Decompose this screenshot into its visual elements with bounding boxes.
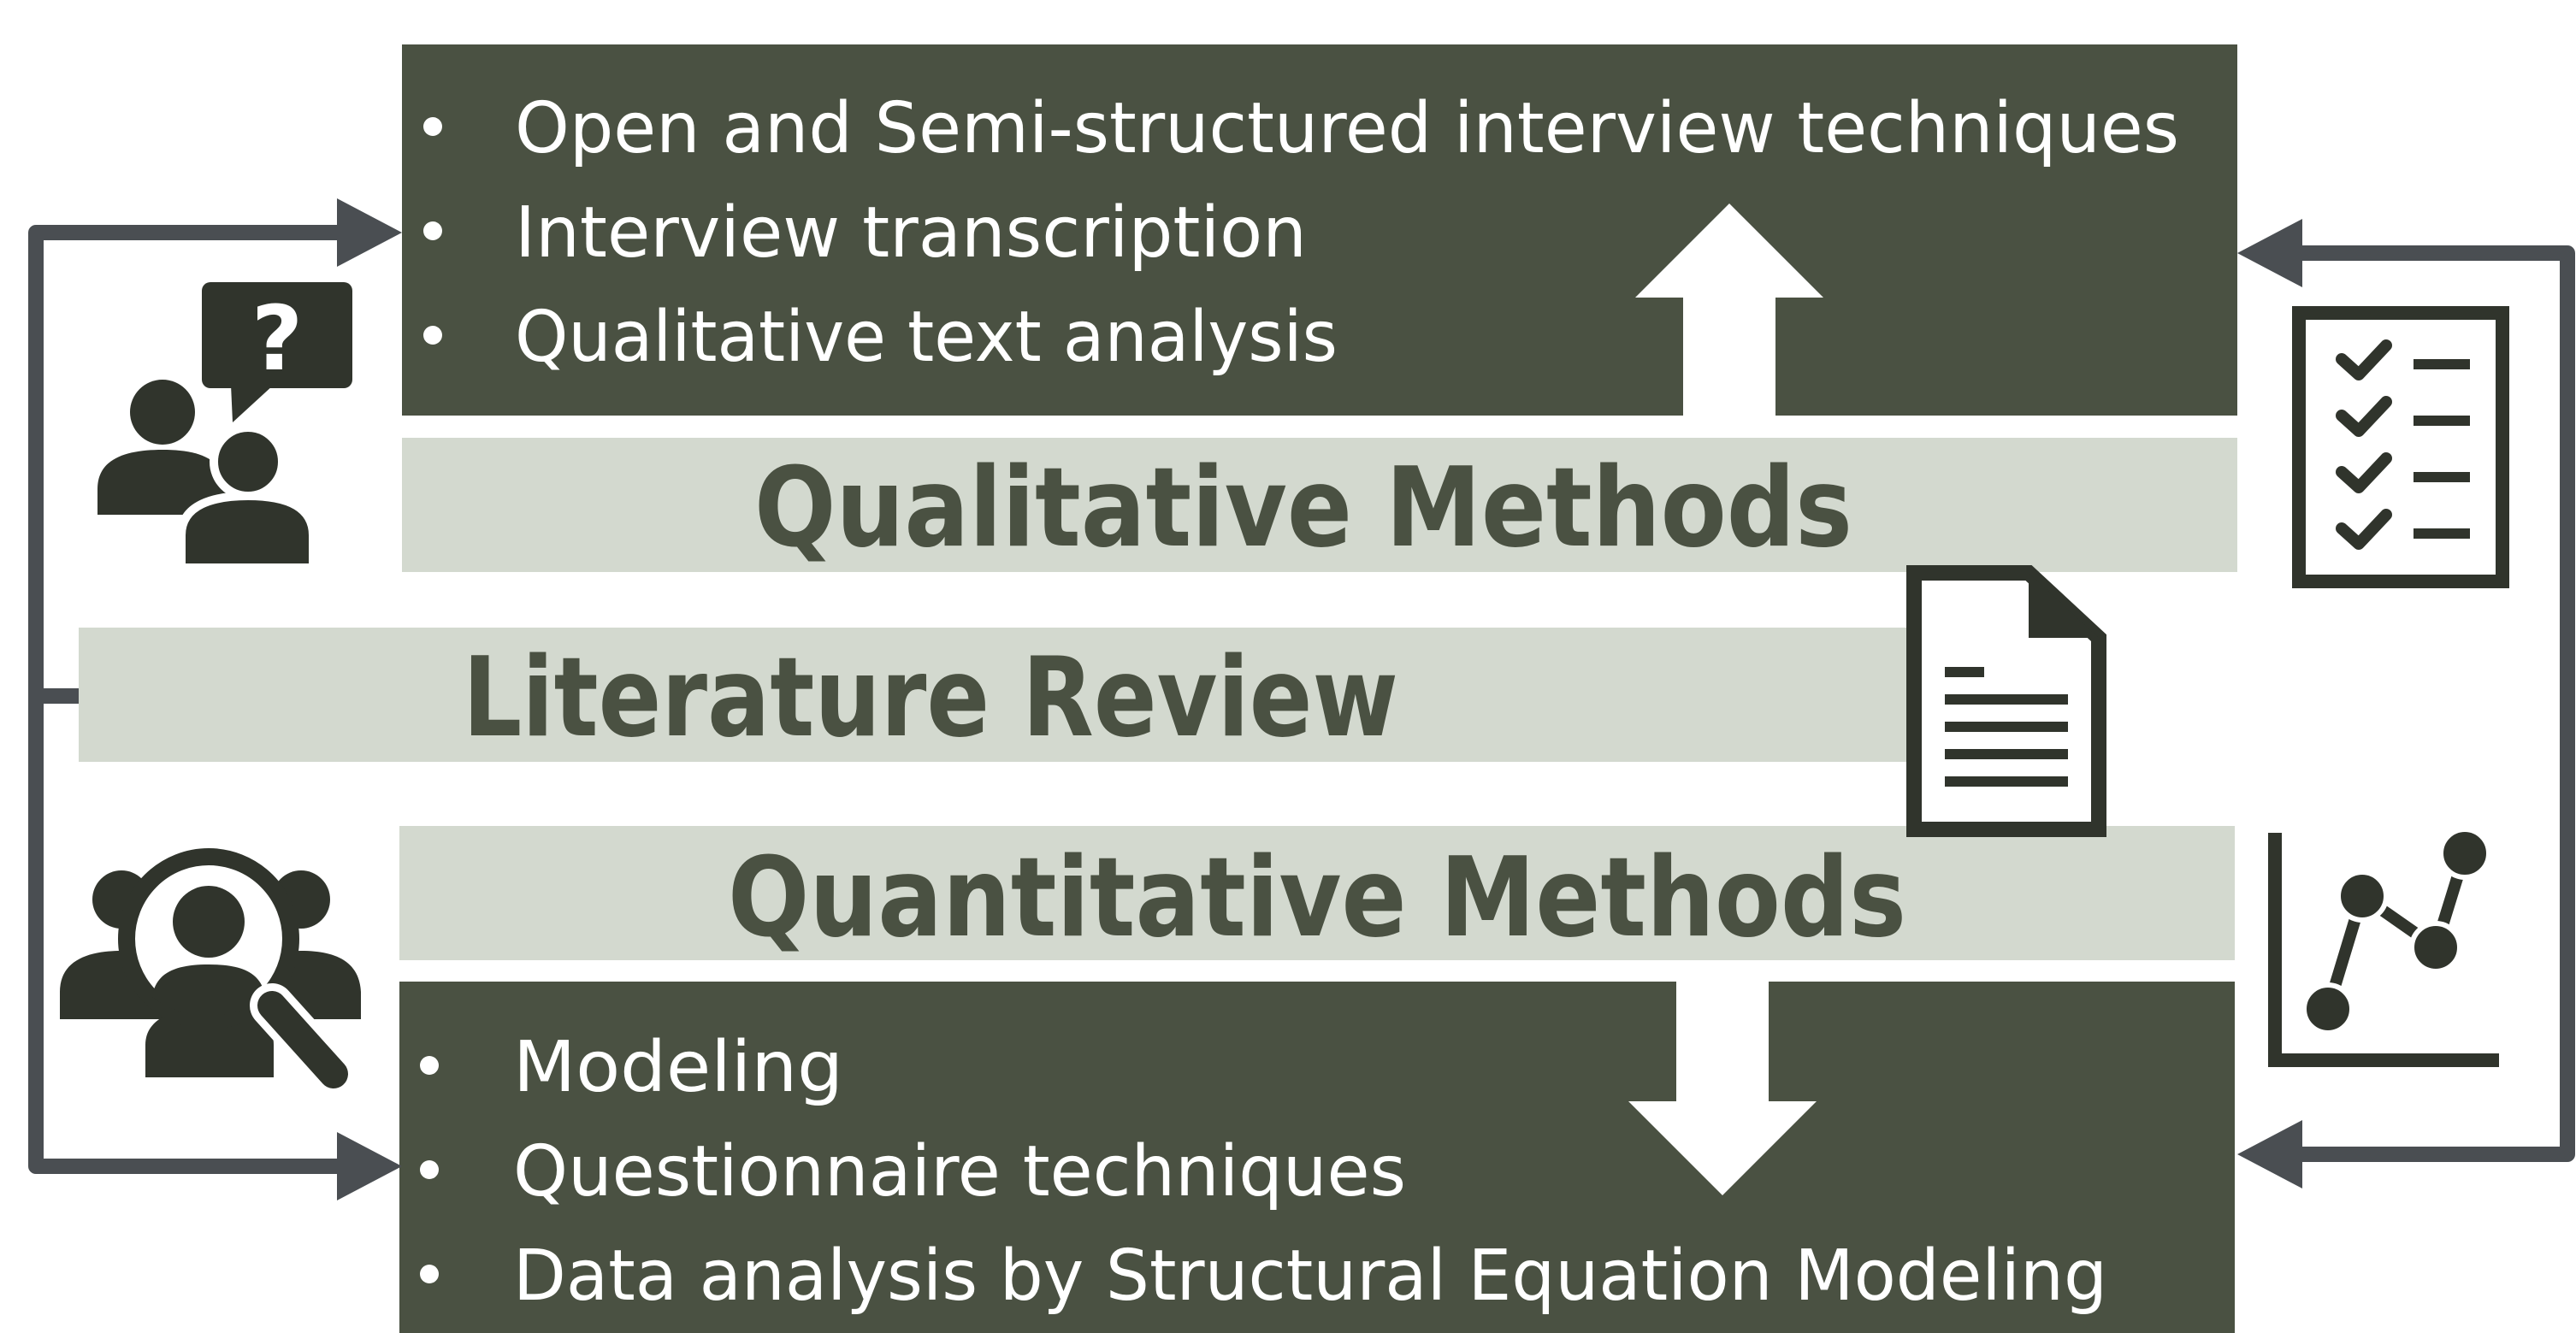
document-icon (1906, 565, 2106, 837)
quantitative-title: Quantitative Methods (728, 835, 1906, 962)
quantitative-title-band (399, 826, 2235, 960)
literature-title: Literature Review (463, 634, 1398, 762)
bullet-dot (420, 1265, 439, 1283)
qualitative-title: Qualitative Methods (754, 445, 1852, 572)
quantitative-bullet-3: Data analysis by Structural Equation Mod… (513, 1236, 2107, 1317)
bullet-dot (420, 1160, 439, 1179)
interview-people-question-icon: ? (97, 282, 352, 572)
bullet-dot (423, 326, 442, 345)
right-arrowhead-bottom (2237, 1120, 2302, 1188)
right-connector (2297, 245, 2575, 1162)
left-arrowhead-top (337, 198, 402, 267)
bullet-dot (420, 1056, 439, 1075)
qualitative-bullet-1: Open and Semi-structured interview techn… (515, 88, 2179, 169)
svg-text:?: ? (251, 286, 303, 391)
left-connector (28, 225, 342, 1174)
people-magnifier-icon (60, 848, 361, 1096)
quantitative-bullet-2: Questionnaire techniques (513, 1131, 1406, 1212)
down-arrow (1628, 982, 1817, 1195)
checklist-icon (2292, 306, 2509, 588)
qualitative-title-band (402, 438, 2237, 572)
up-arrow (1635, 203, 1823, 417)
quantitative-bullet-list: Modeling Questionnaire techniques Data a… (420, 1027, 2107, 1317)
left-arrowhead-bottom (337, 1132, 402, 1200)
qualitative-bullet-list: Open and Semi-structured interview techn… (423, 88, 2179, 378)
qualitative-detail-box (402, 44, 2237, 416)
right-arrowhead-top (2237, 219, 2302, 287)
qualitative-bullet-2: Interview transcription (515, 192, 1307, 274)
literature-title-band (79, 628, 1926, 762)
bullet-dot (423, 117, 442, 136)
line-chart-icon (2268, 827, 2499, 1067)
quantitative-bullet-1: Modeling (513, 1027, 843, 1108)
quantitative-detail-box (399, 982, 2235, 1333)
qualitative-bullet-3: Qualitative text analysis (515, 297, 1338, 378)
bullet-dot (423, 221, 442, 240)
